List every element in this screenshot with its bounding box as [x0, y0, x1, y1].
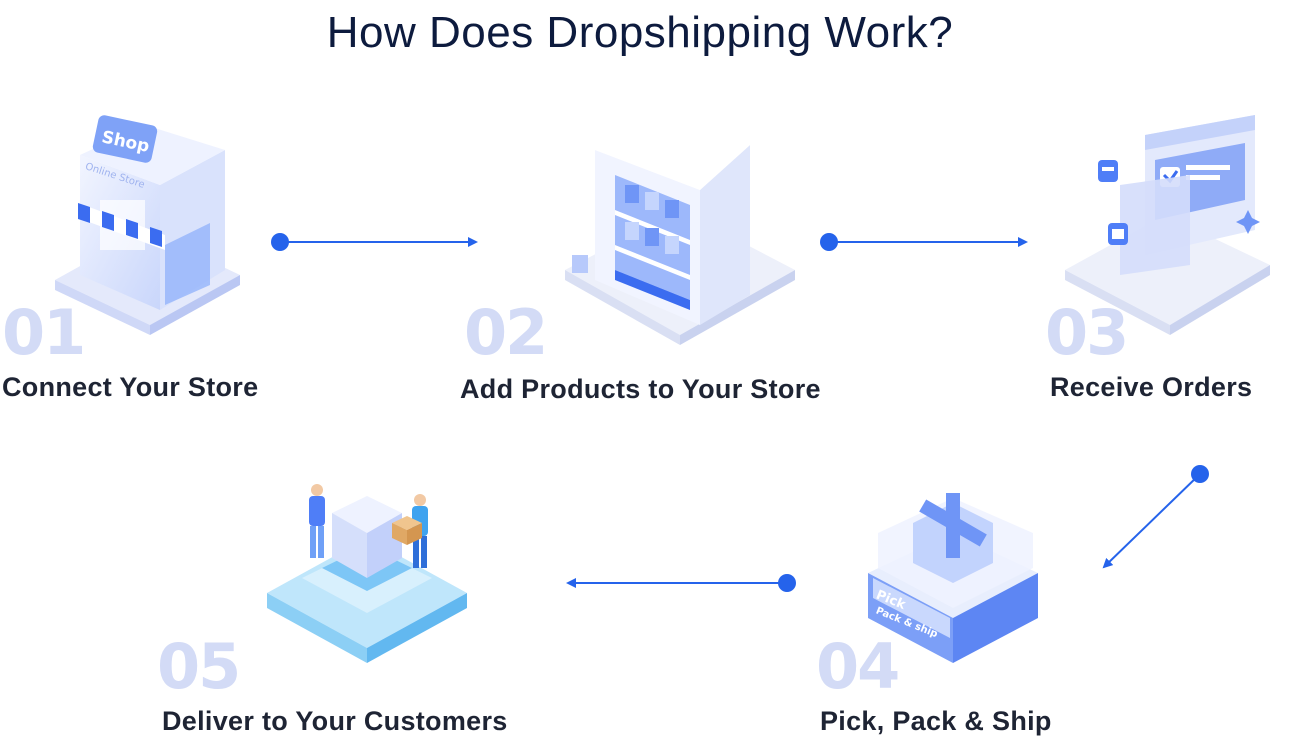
page-title: How Does Dropshipping Work?: [326, 8, 954, 57]
order-screens-icon: [1065, 115, 1270, 335]
arrow-1-to-2: [271, 233, 478, 251]
arrow-3-to-4: [1102, 465, 1209, 569]
step-4-number: 04: [816, 630, 900, 703]
step-3-label: Receive Orders: [1050, 372, 1253, 402]
step-5-number: 05: [157, 630, 241, 703]
step-3-number: 03: [1045, 296, 1129, 369]
arrow-2-to-3: [820, 233, 1028, 251]
step-2-number: 02: [464, 296, 548, 369]
arrow-4-to-5: [566, 574, 796, 592]
delivery-handoff-icon: [267, 484, 467, 663]
shipping-box-icon: Pick Pack & ship: [868, 493, 1038, 663]
step-1-label: Connect Your Store: [2, 372, 259, 402]
step-4-label: Pick, Pack & Ship: [820, 706, 1052, 736]
step-5-label: Deliver to Your Customers: [162, 706, 508, 736]
storefront-icon: Shop Online Store: [55, 115, 240, 335]
product-shelf-icon: [565, 115, 795, 345]
step-2-label: Add Products to Your Store: [460, 374, 821, 404]
step-1-number: 01: [2, 296, 86, 369]
